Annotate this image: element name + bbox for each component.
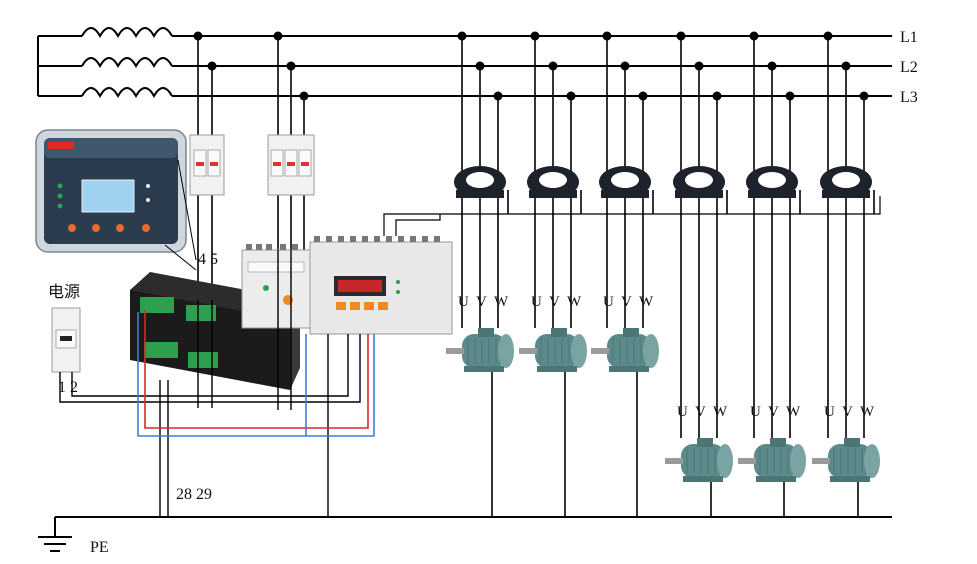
motor-icon: [812, 438, 880, 482]
motor-phase-label: W: [786, 404, 801, 420]
current-transformer-icon: [527, 166, 579, 198]
motor-icon: [519, 328, 587, 372]
current-transformer-icon: [599, 166, 651, 198]
motor-phase-label: V: [842, 404, 853, 420]
motor-phase-label: U: [750, 404, 761, 420]
bus-label-l1: L1: [900, 29, 918, 46]
motor-phase-label: W: [494, 294, 509, 310]
feeder-cables: [534, 36, 582, 517]
ground-icon: [38, 536, 72, 552]
motor-phase-label: U: [531, 294, 542, 310]
motor-icon: [738, 438, 806, 482]
power-supply-breaker: [51, 307, 81, 373]
control-wiring-red: [144, 310, 369, 429]
feeder-cables: [461, 36, 509, 517]
monitor-terminals-top-label: 4 5: [198, 251, 218, 268]
control-wiring-black: [59, 250, 361, 517]
din-rail-module-display: [309, 236, 453, 335]
feeder-cables: [606, 36, 654, 517]
motor-phase-label: V: [695, 404, 706, 420]
ct-signal-bus: [383, 196, 881, 236]
bus-lines: [172, 35, 892, 97]
current-transformer-icon: [820, 166, 872, 198]
feeder-junction-dots: [602, 31, 648, 101]
motor-icon: [446, 328, 514, 372]
feeder-cables: [680, 36, 728, 517]
feeder-junction-dots: [457, 31, 503, 101]
current-transformer-icon: [454, 166, 506, 198]
monitor-terminals-bottom-label: 28 29: [176, 486, 212, 503]
motor-phase-label: V: [621, 294, 632, 310]
ground-label: PE: [90, 539, 109, 556]
motor-phase-label: W: [567, 294, 582, 310]
motor-phase-label: V: [549, 294, 560, 310]
transformer-coils: [37, 27, 173, 99]
motor-phase-label: V: [476, 294, 487, 310]
bus-junction-dots: [193, 31, 309, 101]
motor-icon: [665, 438, 733, 482]
feeder-junction-dots: [823, 31, 869, 101]
din-rail-module-power: [241, 244, 311, 329]
ground-bus: [54, 516, 892, 536]
motor-phase-label: U: [824, 404, 835, 420]
bus-label-l3: L3: [900, 89, 918, 106]
motor-phase-label: U: [603, 294, 614, 310]
feeder-junction-dots: [530, 31, 576, 101]
power-supply-terminals-label: 1 2: [58, 379, 78, 396]
control-wiring-blue: [137, 312, 375, 437]
motor-phase-label: U: [677, 404, 688, 420]
power-supply-label: 电源: [48, 282, 80, 301]
motor-icon: [591, 328, 659, 372]
feeder-cables: [827, 36, 875, 517]
motor-phase-label: V: [768, 404, 779, 420]
breaker-2-pole: [189, 134, 225, 196]
motor-phase-label: U: [458, 294, 469, 310]
current-transformer-icon: [746, 166, 798, 198]
motor-phase-label: W: [713, 404, 728, 420]
feeder-junction-dots: [749, 31, 795, 101]
feeder-junction-dots: [676, 31, 722, 101]
bus-label-l2: L2: [900, 59, 918, 76]
breaker-3-pole: [267, 134, 315, 196]
monitor-display-panel: [35, 129, 187, 253]
motor-phase-label: W: [860, 404, 875, 420]
current-transformer-icon: [673, 166, 725, 198]
callout-lines: [164, 159, 197, 271]
motor-phase-label: W: [639, 294, 654, 310]
